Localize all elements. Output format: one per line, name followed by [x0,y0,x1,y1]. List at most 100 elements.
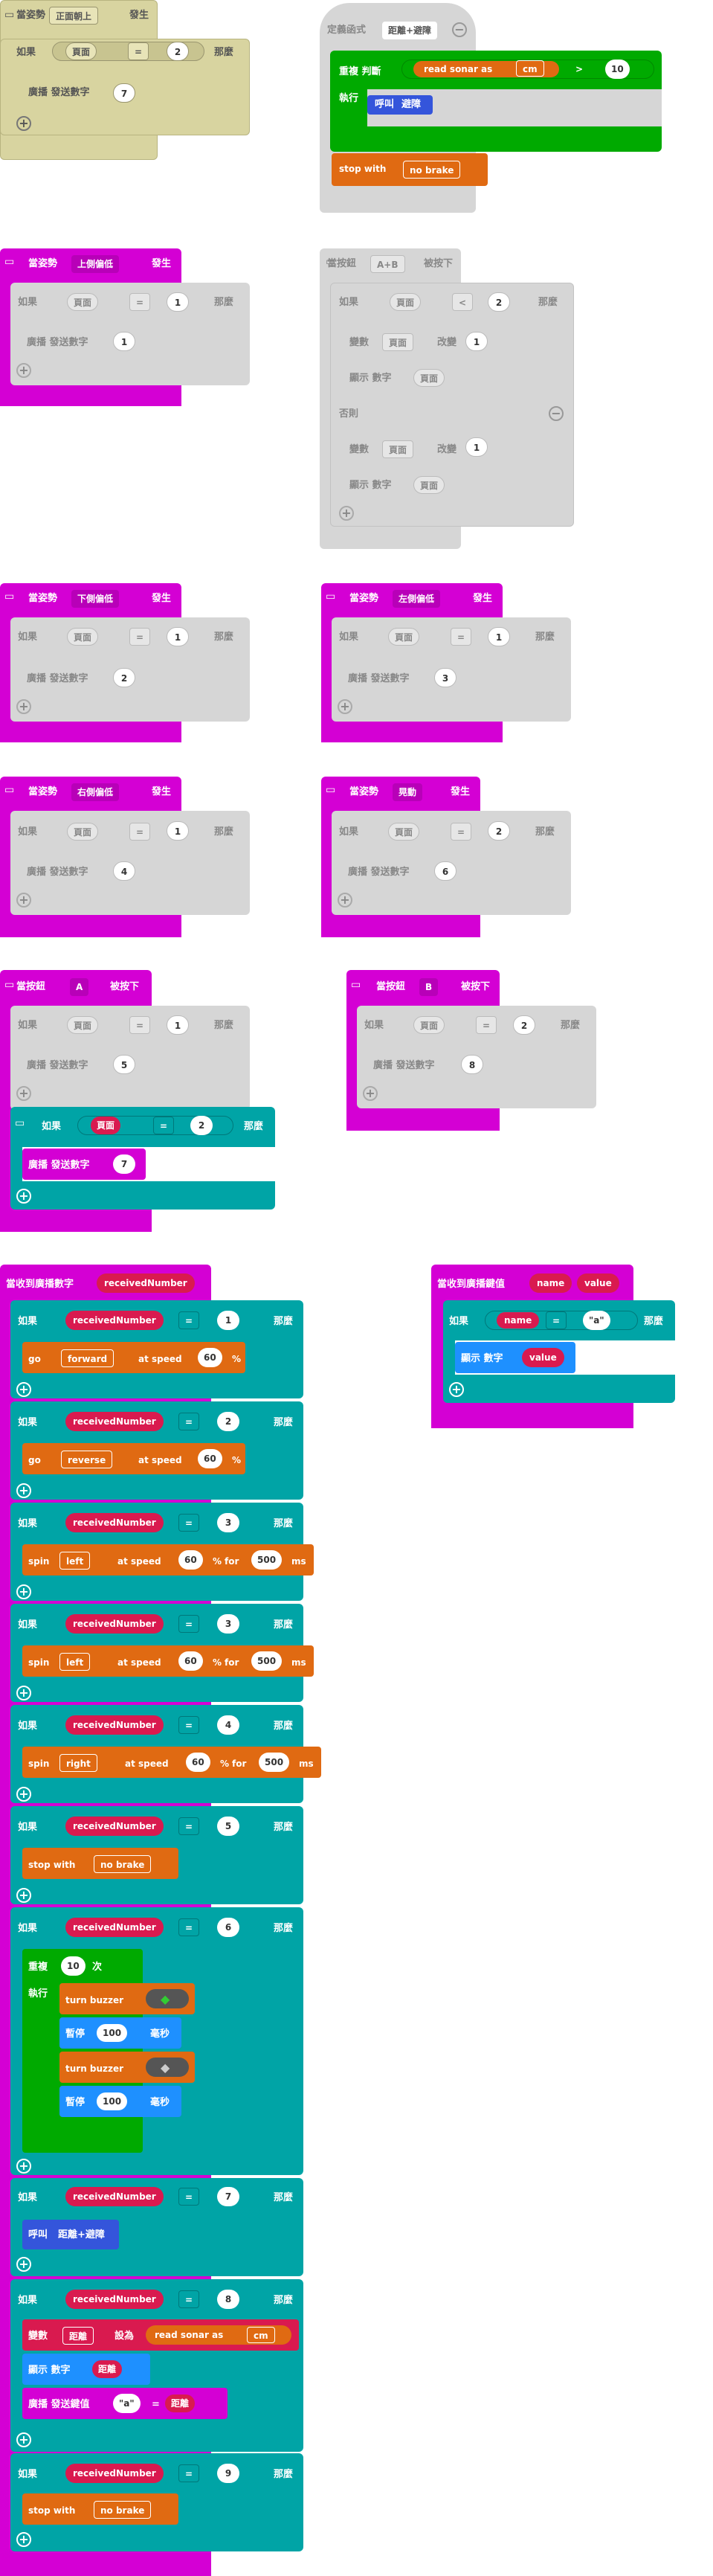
call-distance-avoid-block[interactable] [22,2220,119,2249]
param-received-number[interactable]: receivedNumber [97,1273,195,1293]
direction-dropdown-forward[interactable]: forward [61,1349,114,1367]
var-distance-dropdown[interactable]: 距離 [165,2394,196,2412]
op-eq-dropdown[interactable]: = [178,1514,200,1532]
var-page-dropdown[interactable]: 頁面 [67,628,99,646]
add-else-icon[interactable]: + [449,1382,464,1397]
remove-else-icon[interactable]: − [549,406,564,421]
number-60[interactable]: 60 [198,1348,222,1367]
gesture-dropdown-face-up[interactable]: 正面朝上 [49,7,99,25]
add-else-icon[interactable]: + [16,1382,31,1397]
op-eq-dropdown[interactable]: = [129,293,151,311]
gesture-dropdown-tilt-up[interactable]: 上側偏低 [71,255,120,273]
add-else-icon[interactable]: + [338,699,352,714]
number-1[interactable]: 1 [167,821,189,841]
op-eq-dropdown[interactable]: = [451,823,472,841]
number-2[interactable]: 2 [113,668,135,687]
show-number-distance-block[interactable] [22,2354,150,2385]
var-page-dropdown[interactable]: 頁面 [91,1117,121,1134]
number-2[interactable]: 2 [217,1412,239,1431]
call-avoid-block[interactable] [367,95,433,115]
op-eq-dropdown[interactable]: = [476,1016,497,1034]
number-8[interactable]: 8 [461,1055,483,1074]
number-7[interactable]: 7 [113,83,135,103]
number-4[interactable]: 4 [217,1715,239,1735]
var-page-dropdown[interactable]: 頁面 [390,293,422,311]
function-name-field[interactable]: 距離+避障 [382,22,438,39]
pause-dropdown-100[interactable]: 100 [97,2092,128,2110]
op-eq-dropdown[interactable]: = [153,1117,175,1134]
gesture-dropdown-shake[interactable]: 晃動 [393,783,423,801]
add-else-icon[interactable]: + [16,2432,31,2447]
var-received-number[interactable]: receivedNumber [65,1513,164,1532]
var-received-number[interactable]: receivedNumber [65,1614,164,1634]
op-eq-dropdown[interactable]: = [129,823,151,841]
number-5[interactable]: 5 [217,1817,239,1836]
var-page-dropdown[interactable]: 頁面 [67,1016,99,1034]
var-received-number[interactable]: receivedNumber [65,1715,164,1735]
op-eq-dropdown[interactable]: = [178,2290,200,2308]
var-page-dropdown[interactable]: 頁面 [388,823,420,841]
number-60[interactable]: 60 [186,1753,210,1772]
number-2[interactable]: 2 [488,292,510,312]
number-7[interactable]: 7 [217,2187,239,2206]
add-else-icon[interactable]: + [16,1584,31,1599]
number-1[interactable]: 1 [167,627,189,646]
var-received-number[interactable]: receivedNumber [65,1311,164,1330]
add-else-icon[interactable]: + [16,699,31,714]
number-1[interactable]: 1 [217,1311,239,1330]
add-else-icon[interactable]: + [16,1086,31,1101]
op-eq-dropdown[interactable]: = [178,1615,200,1633]
gesture-dropdown-tilt-left[interactable]: 左側偏低 [393,590,441,608]
brake-dropdown[interactable]: no brake [94,2501,152,2519]
var-distance-dropdown[interactable]: 距離 [62,2327,94,2345]
var-page-dropdown[interactable]: 頁面 [388,628,420,646]
op-eq-dropdown[interactable]: = [129,1016,151,1034]
op-eq-dropdown[interactable]: = [178,1716,200,1734]
gesture-dropdown-tilt-down[interactable]: 下側偏低 [71,590,120,608]
add-else-icon[interactable]: + [16,1686,31,1700]
button-dropdown-b[interactable]: B [419,978,439,996]
number-2[interactable]: 2 [488,821,510,841]
sonar-unit-dropdown[interactable]: cm [247,2327,275,2343]
op-eq-dropdown[interactable]: = [129,628,151,646]
add-else-icon[interactable]: + [16,1189,31,1204]
number-9[interactable]: 9 [217,2464,239,2483]
var-page-dropdown[interactable]: 頁面 [65,42,97,60]
number-1[interactable]: 1 [465,332,488,351]
add-else-icon[interactable]: + [16,893,31,908]
number-1[interactable]: 1 [167,292,189,312]
brake-dropdown[interactable]: no brake [94,1855,152,1873]
number-500[interactable]: 500 [259,1753,290,1772]
buzzer-on-toggle[interactable] [146,1989,189,2008]
var-distance-dropdown[interactable]: 距離 [92,2360,123,2378]
var-page-dropdown[interactable]: 頁面 [67,823,99,841]
number-4[interactable]: 4 [113,861,135,881]
op-eq-dropdown[interactable]: = [546,1311,567,1329]
param-name[interactable]: name [529,1273,572,1293]
number-8[interactable]: 8 [217,2290,239,2309]
number-60[interactable]: 60 [178,1550,203,1570]
number-6[interactable]: 6 [434,861,456,881]
number-1[interactable]: 1 [113,332,135,351]
number-3[interactable]: 3 [434,668,456,687]
number-6[interactable]: 6 [217,1918,239,1937]
number-5[interactable]: 5 [113,1055,135,1074]
op-eq-dropdown[interactable]: = [178,1918,200,1936]
string-a[interactable]: "a" [583,1311,610,1330]
add-else-icon[interactable]: + [16,2532,31,2547]
var-page-dropdown[interactable]: 頁面 [67,293,99,311]
add-else-icon[interactable]: + [16,1888,31,1903]
add-else-icon[interactable]: + [16,116,31,131]
spin-dropdown-right[interactable]: right [59,1754,97,1772]
brake-dropdown[interactable]: no brake [403,161,461,179]
var-received-number[interactable]: receivedNumber [65,2464,164,2483]
gesture-dropdown-tilt-right[interactable]: 右側偏低 [71,783,120,801]
var-page-dropdown[interactable]: 頁面 [413,1016,445,1034]
var-page-dropdown[interactable]: 頁面 [382,333,414,351]
op-eq-dropdown[interactable]: = [178,1413,200,1430]
var-page-dropdown[interactable]: 頁面 [413,369,445,387]
spin-dropdown-left[interactable]: left [59,1653,91,1671]
var-received-number[interactable]: receivedNumber [65,1918,164,1937]
add-else-icon[interactable]: + [16,363,31,378]
number-10[interactable]: 10 [605,60,630,79]
